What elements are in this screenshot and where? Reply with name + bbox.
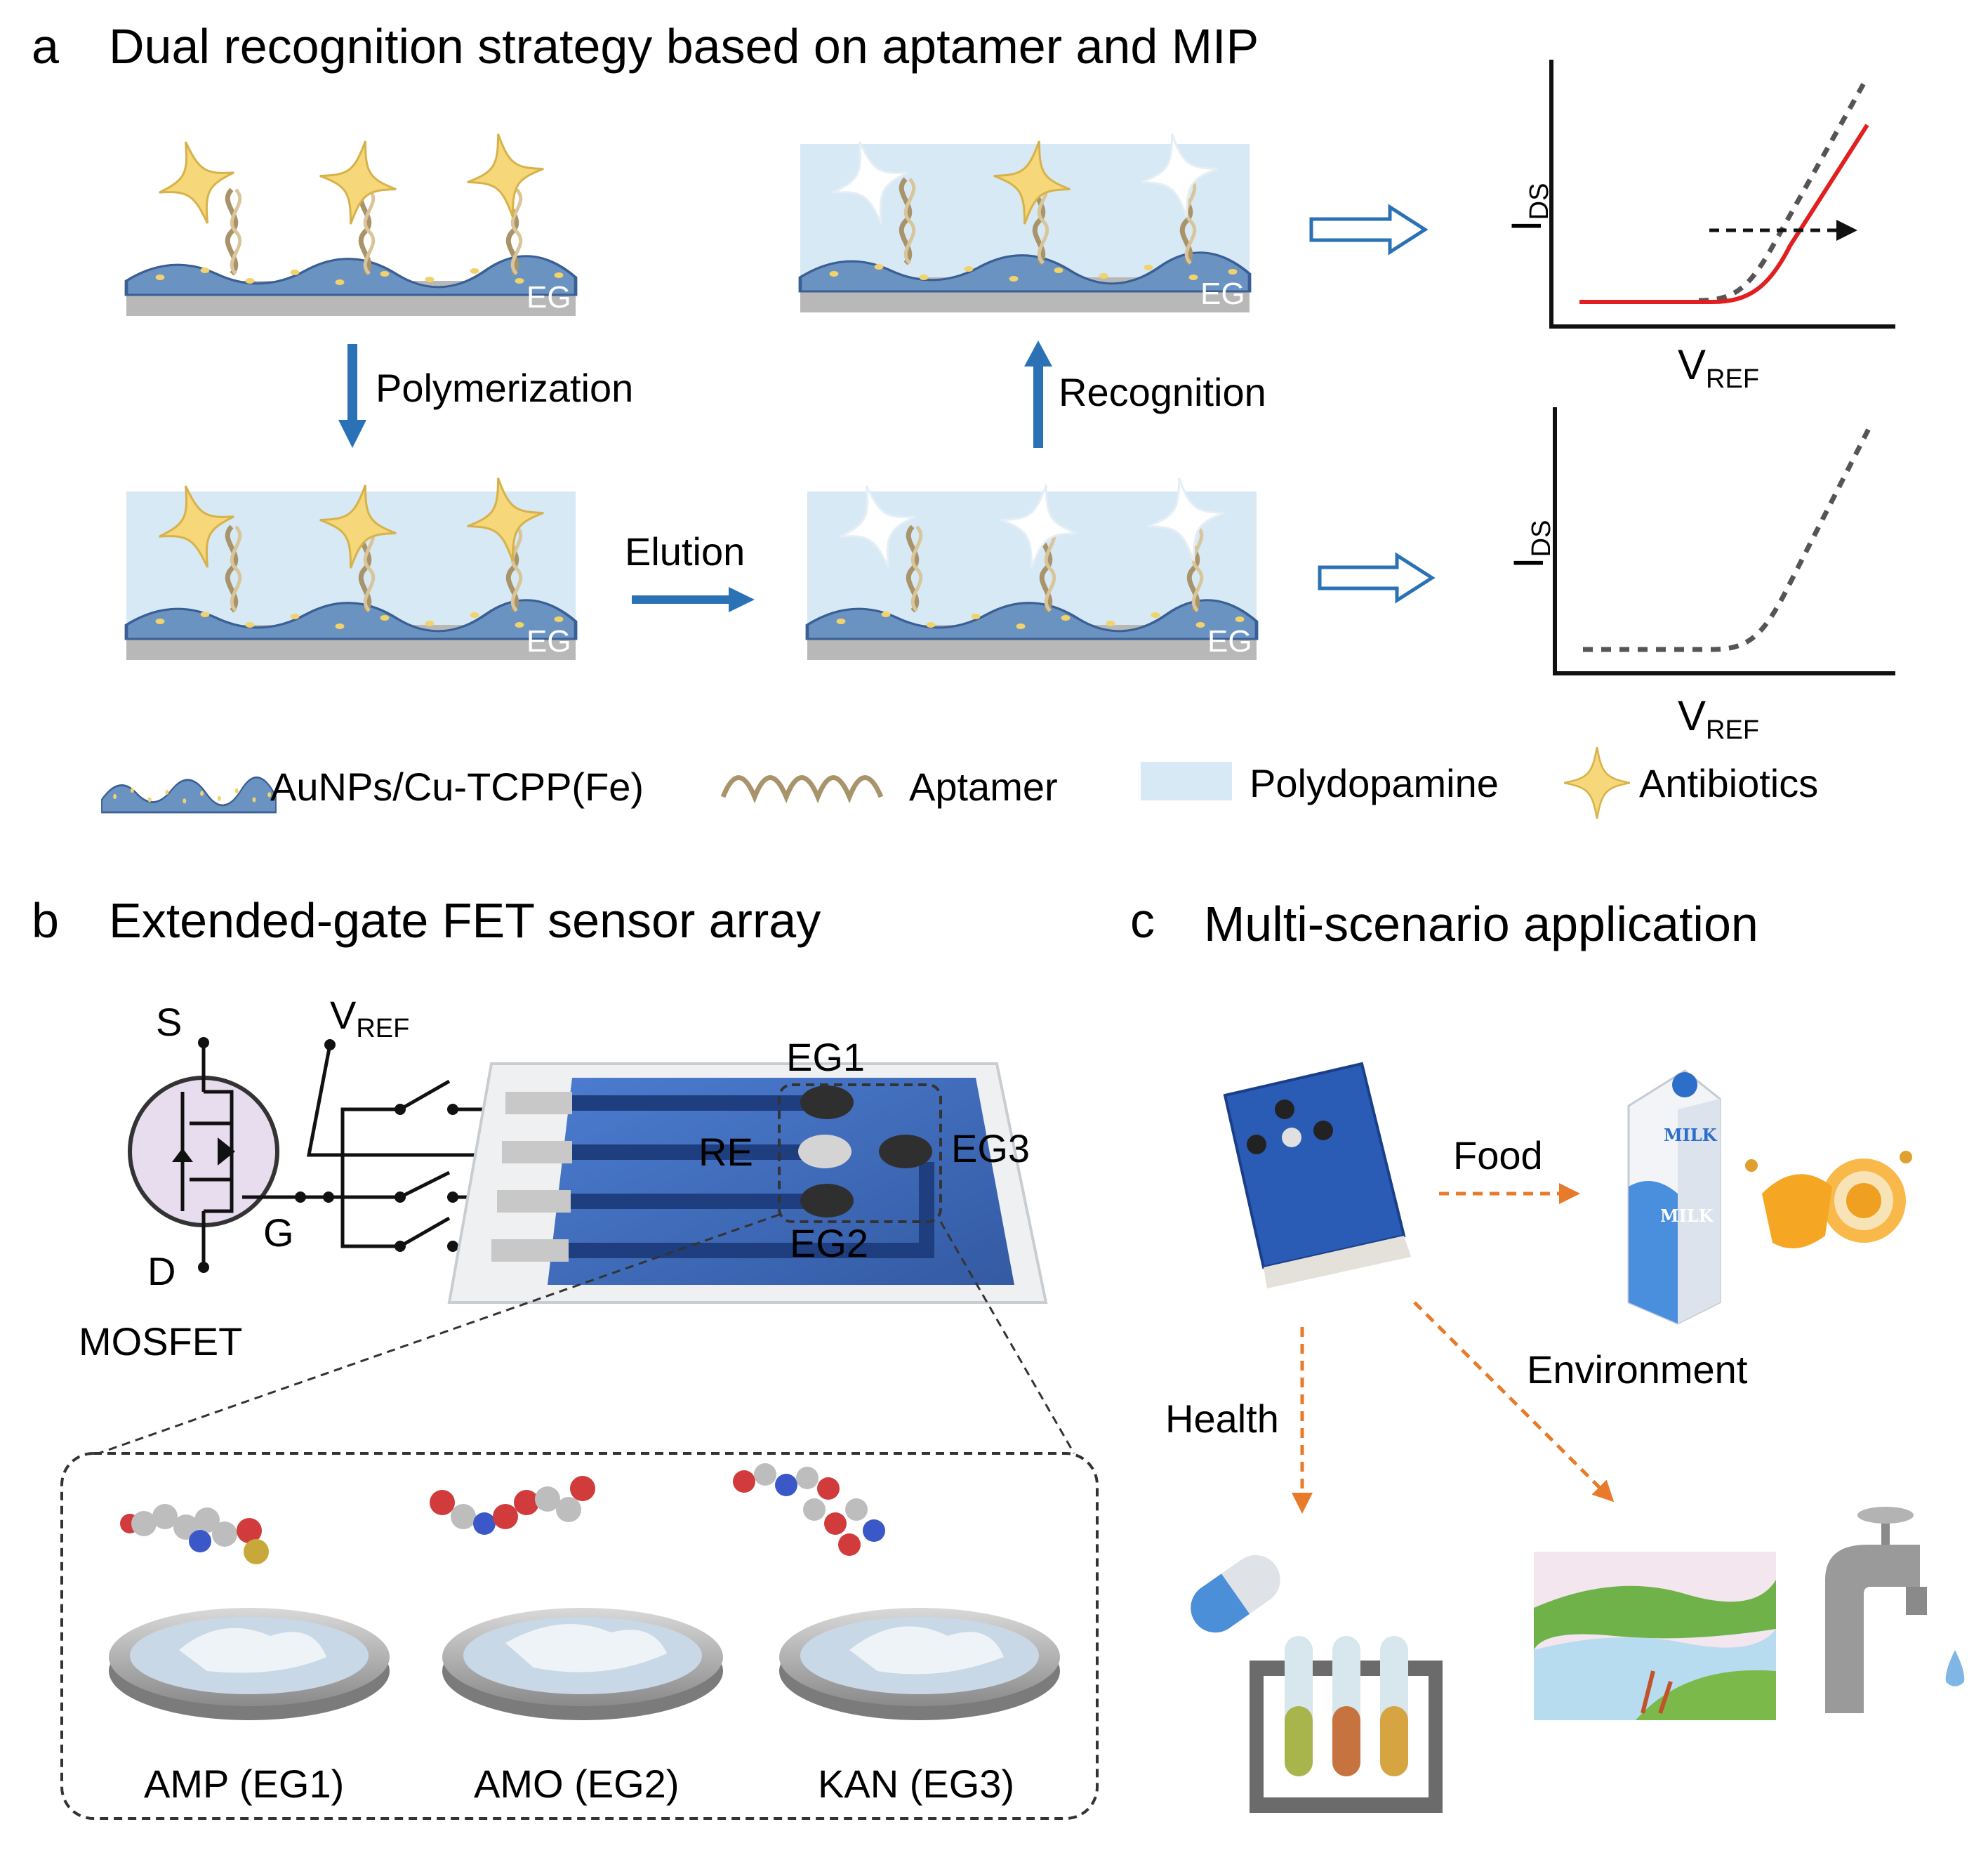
polymerization-arrow [338,344,366,448]
legend-aptamer-label: Aptamer [909,765,1058,809]
pill-icon [1191,1554,1280,1633]
panel-a-title: Dual recognition strategy based on aptam… [109,19,1259,74]
recognition-label: Recognition [1059,370,1266,414]
sensor-chip: EG1 RE EG3 EG2 [447,1035,1048,1304]
curve-baseline-dashed [1698,76,1870,303]
legend: AuNPs/Cu-TCPP(Fe) Aptamer Polydopamine A… [100,746,1818,820]
well-amo [430,1476,723,1720]
electrode-eg1-label: EG1 [786,1035,865,1079]
electrode-re [798,1135,851,1168]
mosfet-label: MOSFET [79,1319,242,1364]
curve-eluted-dashed [1583,423,1874,652]
well-kan-label: KAN (EG3) [818,1762,1014,1806]
well-kan [733,1463,1060,1720]
electrode-eg1 [800,1085,854,1119]
environment-label: Environment [1527,1347,1748,1392]
chip-card [1223,1062,1411,1288]
elution-label: Elution [625,529,745,574]
terminal-g-label: G [263,1210,294,1255]
panel-a-letter: a [32,19,59,74]
well-amo-label: AMO (EG2) [474,1762,679,1806]
mosfet-circuit: S D G VREF MOSFET [79,993,516,1364]
legend-polymer-swatch [1141,762,1232,800]
environment-arrow [1413,1301,1615,1503]
well-amp [109,1504,390,1720]
food-label: Food [1453,1133,1543,1177]
scene-initial: EG [126,126,576,316]
milk-carton-icon: MILK MILK [1627,1069,1721,1325]
panel-b-title: Extended-gate FET sensor array [109,893,821,948]
legend-antibiotics-swatch [1563,746,1631,820]
scene-polymerized: EG [126,470,576,660]
vref-label: VREF [330,993,409,1043]
hollow-arrow-top [1309,204,1429,256]
plot-bottom-xlabel: VREF [1678,692,1759,745]
panel-c-title: Multi-scenario application [1204,897,1758,951]
eg-label-2: EG [526,624,571,659]
transfer-plot-top: IDS VREF [1503,60,1895,394]
scene-recognized: EG [800,126,1250,312]
legend-polymer-label: Polydopamine [1250,761,1499,805]
eg-label-3: EG [1207,624,1252,659]
terminal-d-label: D [147,1249,175,1293]
electrode-zoom-box [778,1083,942,1223]
eg-label-1: EG [526,280,571,315]
river-landscape-icon [1534,1552,1776,1720]
milk-mid-text: MILK [1660,1206,1714,1226]
plot-top-ylabel: IDS [1503,183,1554,232]
recognition-arrow [1024,341,1052,448]
legend-aptamer-swatch [720,775,884,804]
electrode-re-label: RE [698,1130,753,1174]
legend-antibiotics-label: Antibiotics [1639,761,1818,805]
well-amp-label: AMP (EG1) [144,1762,344,1806]
transfer-plot-bottom: IDS VREF [1505,407,1895,745]
plot-bottom-ylabel: IDS [1505,520,1556,569]
hollow-arrow-bottom [1318,552,1436,604]
electrode-eg2-label: EG2 [790,1221,868,1265]
wells-box [60,1452,1099,1820]
health-label: Health [1165,1397,1279,1441]
faucet-icon [1825,1507,1965,1713]
milk-top-text: MILK [1664,1125,1718,1145]
panel-b-letter: b [32,893,59,948]
elution-arrow [632,587,755,612]
electrode-eg3-label: EG3 [951,1126,1030,1170]
test-tube-rack-icon [1250,1636,1443,1813]
legend-substrate-label: AuNPs/Cu-TCPP(Fe) [270,765,644,809]
curve-shifted-red [1579,124,1869,304]
scene-eluted: EG [807,470,1257,660]
polymerization-label: Polymerization [376,366,633,410]
honey-icon [1745,1151,1912,1248]
electrode-eg2 [800,1184,854,1217]
panel-c-letter: c [1130,893,1155,948]
eg-label-4: EG [1200,277,1245,311]
plot-top-xlabel: VREF [1678,341,1759,394]
legend-substrate-swatch [100,776,277,814]
terminal-s-label: S [156,1000,182,1044]
electrode-eg3 [879,1135,932,1168]
